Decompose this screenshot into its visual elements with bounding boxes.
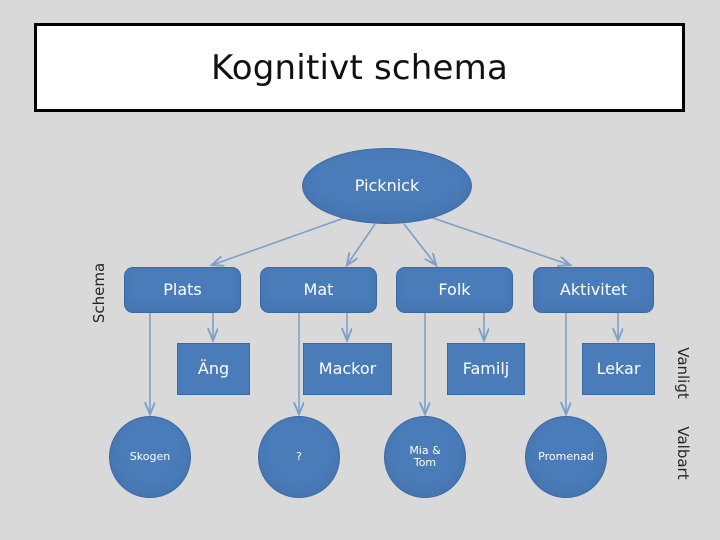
node-ang-label: Äng [197,359,230,379]
page-title: Kognitivt schema [210,47,509,88]
cognitive-schema-diagram: Picknick Plats Mat Folk Aktivitet Äng Ma… [0,112,720,540]
node-aktivitet[interactable]: Aktivitet [533,267,654,313]
node-aktivitet-label: Aktivitet [559,280,628,300]
node-unknown[interactable]: ? [258,416,340,498]
node-mia-tom-line2: Tom [413,456,437,469]
node-lekar-label: Lekar [596,359,641,379]
node-mackor-label: Mackor [318,359,377,379]
node-mackor[interactable]: Mackor [303,343,392,395]
connector-picknick-folk [403,223,436,265]
node-familj[interactable]: Familj [447,343,525,395]
connector-picknick-plats [212,216,348,265]
connector-picknick-aktivitet [429,216,570,265]
node-folk[interactable]: Folk [396,267,513,313]
node-folk-label: Folk [438,280,471,300]
node-mat-label: Mat [303,280,334,300]
node-plats[interactable]: Plats [124,267,241,313]
node-promenad[interactable]: Promenad [525,416,607,498]
node-mia-tom-line1: Mia & [409,443,441,457]
node-promenad-label: Promenad [538,449,594,463]
node-plats-label: Plats [163,280,202,300]
node-picknick-label: Picknick [354,176,420,196]
connector-picknick-mat [347,223,376,265]
node-skogen-label: Skogen [129,449,171,463]
node-lekar[interactable]: Lekar [582,343,655,395]
node-skogen[interactable]: Skogen [109,416,191,498]
node-familj-label: Familj [462,359,510,379]
node-ang[interactable]: Äng [177,343,250,395]
node-picknick[interactable]: Picknick [302,148,472,224]
node-unknown-label: ? [296,449,302,463]
title-box: Kognitivt schema [34,23,685,112]
node-mia-tom-label: Mia & Tom [409,443,441,470]
axis-label-vanligt: Vanligt [674,347,692,399]
node-mia-tom[interactable]: Mia & Tom [384,416,466,498]
axis-label-schema: Schema [90,262,108,324]
axis-label-valbart: Valbart [674,426,692,480]
node-mat[interactable]: Mat [260,267,377,313]
